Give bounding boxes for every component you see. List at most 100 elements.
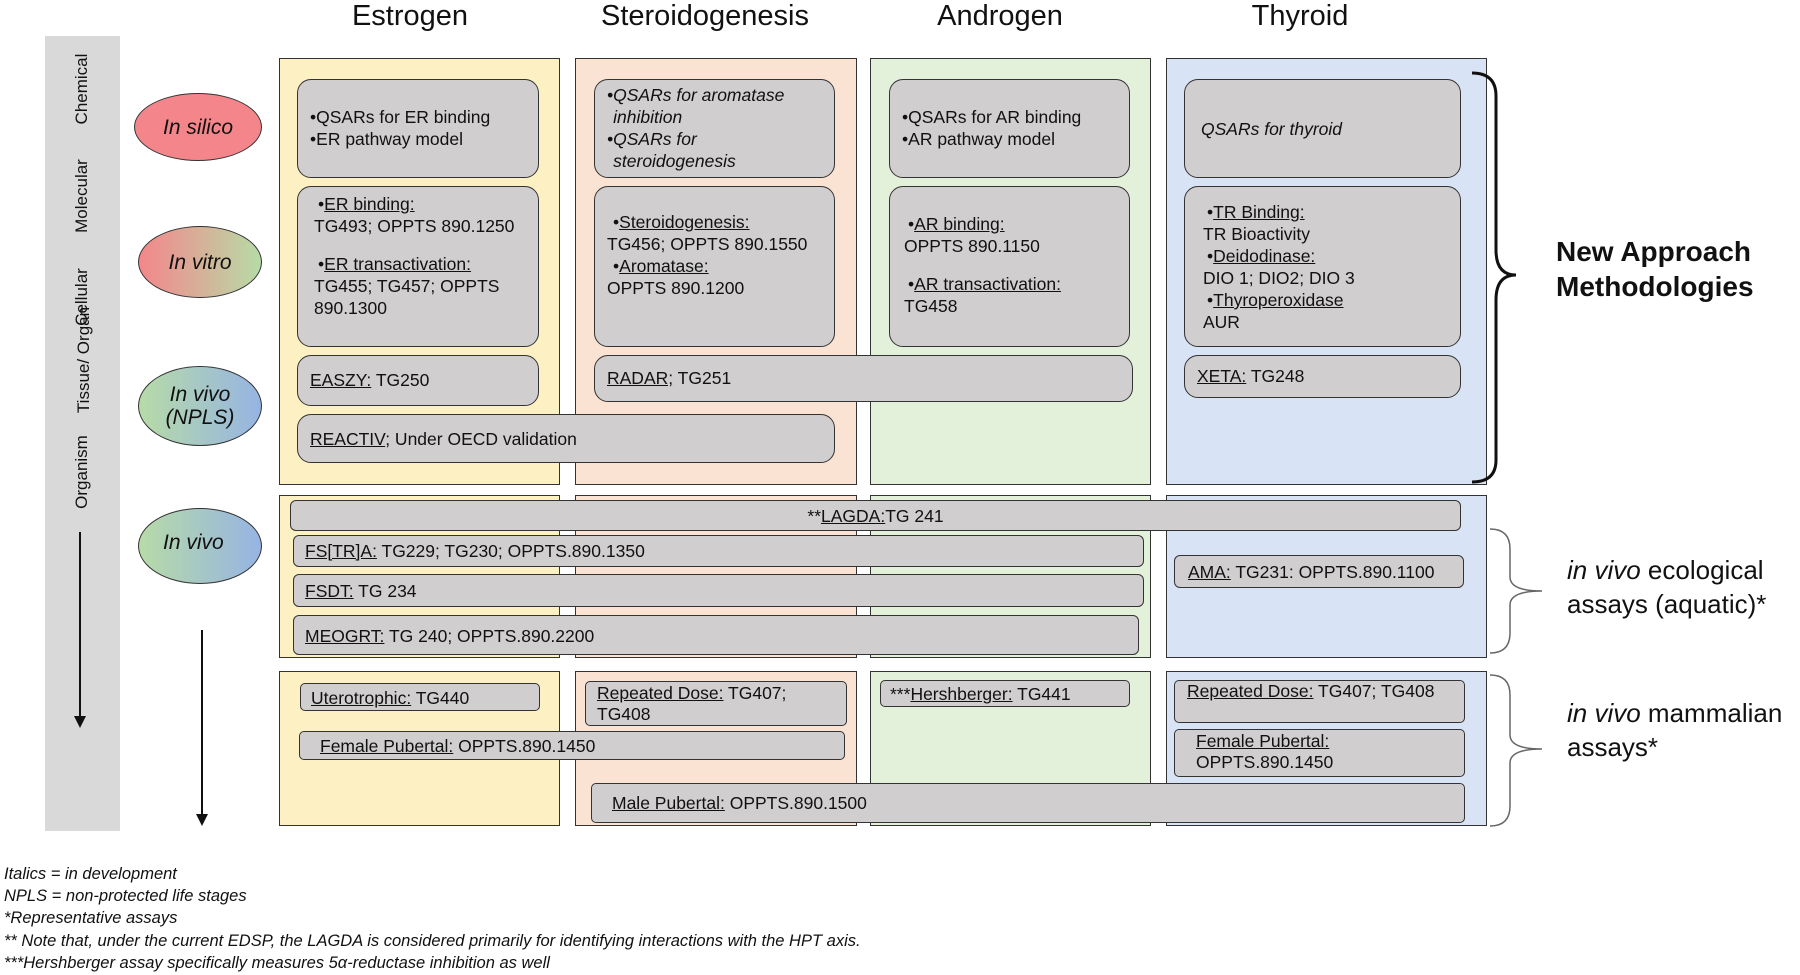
fstra-label: FS[TR]A: [305,541,377,561]
fsdt-box: FSDT: TG 234 [293,574,1144,607]
level-organism: Organism [72,435,91,509]
nam-brace [1471,71,1517,484]
fstra-box: FS[TR]A: TG229; TG230; OPPTS.890.1350 [293,535,1144,567]
hershberger-box: ***Hershberger: TG441 [880,680,1130,707]
eco-bracket [1489,528,1543,654]
ellipse-in-vivo-npls: In vivo (NPLS) [138,366,262,446]
mammal-title-italic: in vivo [1567,698,1641,728]
steroidogenesis-text: TG456; OPPTS 890.1550 [607,234,808,254]
female-pubertal-thyroid-box: Female Pubertal: OPPTS.890.1450 [1174,729,1465,777]
mammal-title: in vivo mammalian assays* [1567,696,1797,764]
aromatase-label: Aromatase: [619,256,709,276]
biological-level-bar [45,36,120,831]
footnote-hershberger: ***Hershberger assay specifically measur… [4,954,550,972]
hershberger-label: Hershberger: [910,684,1013,704]
ama-box: AMA: TG231: OPPTS.890.1100 [1174,555,1464,588]
fstra-text: TG229; TG230; OPPTS.890.1350 [376,541,645,561]
male-pubertal-box: Male Pubertal: OPPTS.890.1500 [591,783,1465,823]
lagda-label: LAGDA: [821,506,886,526]
footnote-italics: Italics = in development [4,865,177,883]
eco-title-rest: ecological assays (aquatic)* [1567,555,1767,619]
level-molecular: Molecular [72,159,91,233]
ar-pathway-model: AR pathway model [908,129,1056,149]
lagda-box: **LAGDA:TG 241 [290,500,1461,531]
mammal-bracket [1489,674,1543,827]
tr-binding-text: TR Bioactivity [1203,224,1310,244]
meogrt-text: TG 240; OPPTS.890.2200 [384,626,595,646]
header-estrogen: Estrogen [351,0,469,32]
qsar-ar-binding: QSARs for AR binding [908,107,1082,127]
easzy-text: TG250 [371,370,430,390]
female-pubertal-thyroid-label: Female Pubertal: [1196,731,1330,751]
ar-transactivation-text: TG458 [904,296,958,316]
deiodinase-text: DIO 1; DIO2; DIO 3 [1203,268,1355,288]
tr-binding-label: TR Binding: [1213,202,1305,222]
level-tissue-organ: Tissue/ Organ [74,306,93,414]
qsar-steroidogenesis: QSARs for steroidogenesis [613,129,736,171]
deiodinase-label: Deidodinase: [1213,246,1316,266]
androgen-in-vitro-box: •AR binding: OPPTS 890.1150 •AR transact… [889,186,1130,347]
hershberger-prefix: *** [890,684,911,704]
lagda-prefix: ** [807,506,822,526]
ellipse-in-silico: In silico [134,93,262,161]
androgen-in-silico-box: •QSARs for AR binding •AR pathway model [889,79,1130,178]
hershberger-text: TG441 [1012,684,1071,704]
xeta-label: XETA: [1197,366,1247,386]
ellipse-in-vitro: In vitro [138,226,262,298]
footnote-lagda: ** Note that, under the current EDSP, th… [4,932,861,950]
easzy-box: EASZY: TG250 [297,355,539,406]
er-binding-text: TG493; OPPTS 890.1250 [314,216,515,236]
ar-binding-label: AR binding: [914,214,1005,234]
repeated-dose-steroid-box: Repeated Dose: TG407; TG408 [585,681,847,726]
repeated-dose-label: Repeated Dose: [597,683,724,703]
female-pubertal-estrogen-box: Female Pubertal: OPPTS.890.1450 [299,731,845,760]
ellipse-in-vivo: In vivo [138,508,262,584]
er-transactivation-text: TG455; TG457; OPPTS 890.1300 [314,276,500,318]
header-androgen: Androgen [937,0,1063,32]
thyroperoxidase-label: Thyroperoxidase [1213,290,1344,310]
repeated-dose-thyroid-text: TG407; TG408 [1313,681,1435,701]
steroid-in-silico-box: •QSARs for aromatase inhibition •QSARs f… [594,79,835,178]
header-thyroid: Thyroid [1251,0,1349,32]
footnote-npls: NPLS = non-protected life stages [4,887,247,905]
organism-arrow [196,630,208,826]
qsar-aromatase: QSARs for aromatase inhibition [613,85,785,127]
radar-label: RADAR; [607,368,674,388]
ar-transactivation-label: AR transactivation: [914,274,1062,294]
reactiv-label: REACTIV [310,429,386,449]
steroidogenesis-label: Steroidogenesis: [619,212,750,232]
female-pubertal-text: OPPTS.890.1450 [453,736,596,756]
footnote-representative: *Representative assays [4,909,178,927]
female-pubertal-thyroid-text: OPPTS.890.1450 [1196,752,1334,772]
fsdt-label: FSDT: [305,581,354,601]
meogrt-label: MEOGRT: [305,626,385,646]
reactiv-box: REACTIV; Under OECD validation [297,414,835,463]
meogrt-box: MEOGRT: TG 240; OPPTS.890.2200 [293,615,1139,655]
easzy-label: EASZY: [310,370,372,390]
lagda-text: TG 241 [885,506,944,526]
header-steroidogenesis: Steroidogenesis [601,0,809,32]
level-arrow [74,532,86,728]
steroid-in-vitro-box: •Steroidogenesis: TG456; OPPTS 890.1550 … [594,186,835,347]
xeta-box: XETA: TG248 [1184,355,1461,398]
uterotrophic-text: TG440 [411,688,470,708]
xeta-text: TG248 [1246,366,1305,386]
er-pathway-model: ER pathway model [316,129,464,149]
radar-text: TG251 [673,368,732,388]
male-pubertal-text: OPPTS.890.1500 [724,793,867,813]
thyroperoxidase-text: AUR [1203,312,1240,332]
nam-title: New Approach Methodologies [1556,236,1754,302]
eco-title: in vivo ecological assays (aquatic)* [1567,553,1797,621]
qsar-er-binding: QSARs for ER binding [316,107,491,127]
level-chemical: Chemical [72,53,91,125]
uterotrophic-label: Uterotrophic: [311,688,412,708]
thyroid-in-vitro-box: •TR Binding: TR Bioactivity •Deidodinase… [1184,186,1461,347]
ama-text: TG231: OPPTS.890.1100 [1230,562,1435,582]
mammal-title-rest: mammalian assays* [1567,698,1783,762]
male-pubertal-label: Male Pubertal: [612,793,725,813]
fsdt-text: TG 234 [353,581,417,601]
repeated-dose-text: TG407; TG408 [597,683,787,724]
er-transactivation-label: ER transactivation: [324,254,472,274]
uterotrophic-box: Uterotrophic: TG440 [300,683,540,711]
estrogen-in-vitro-box: •ER binding: TG493; OPPTS 890.1250 •ER t… [297,186,539,347]
